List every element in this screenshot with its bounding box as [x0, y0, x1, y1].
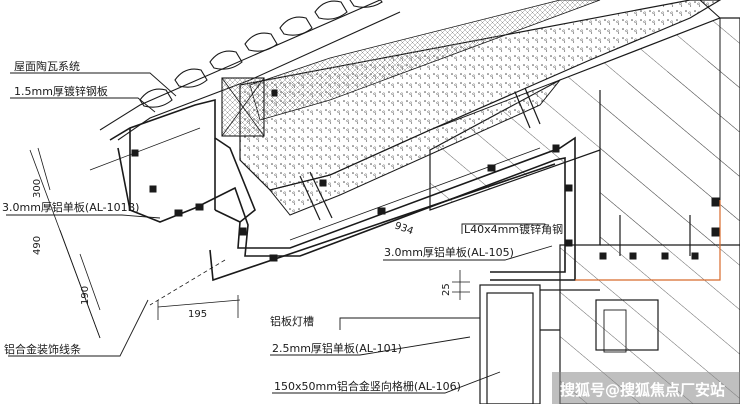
label-al-light-slot: 铝板灯槽	[270, 314, 314, 328]
label-al-mullion-106: 150x50mm铝合金竖向格栅(AL-106)	[274, 379, 461, 393]
watermark-band	[552, 372, 740, 404]
dim-300: 300	[32, 179, 43, 198]
label-roof-tile-system: 屋面陶瓦系统	[14, 59, 80, 73]
dimension-lines	[29, 127, 541, 339]
label-al-trim-strip: 铝合金装饰线条	[4, 342, 81, 356]
dim-190: 190	[80, 286, 91, 305]
dim-490: 490	[32, 236, 43, 255]
anchor-bolts	[299, 87, 691, 256]
label-galv-steel-plate: 1.5mm厚镀锌钢板	[14, 84, 108, 98]
aluminum-panel-profile	[109, 98, 576, 282]
label-al-panel-101: 2.5mm厚铝单板(AL-101)	[272, 341, 402, 355]
label-al-panel-105: 3.0mm厚铝单板(AL-105)	[384, 245, 514, 259]
roof-tiles	[99, 0, 401, 141]
steel-brackets	[131, 89, 721, 262]
dim-934: 934	[393, 220, 415, 237]
lower-frame	[479, 284, 659, 404]
dim-25: 25	[441, 283, 452, 296]
orange-cable	[575, 200, 721, 281]
label-angle-steel: L40x4mm镀锌角钢	[464, 222, 563, 236]
dim-195: 195	[188, 309, 207, 320]
watermark-text: 搜狐号@搜狐焦点厂安站	[560, 381, 725, 399]
label-al-panel-101b: 3.0mm厚铝单板(AL-101B)	[2, 200, 139, 214]
timber-batten	[221, 77, 265, 137]
roof-slab	[239, 0, 722, 216]
leader-lines	[6, 72, 553, 394]
